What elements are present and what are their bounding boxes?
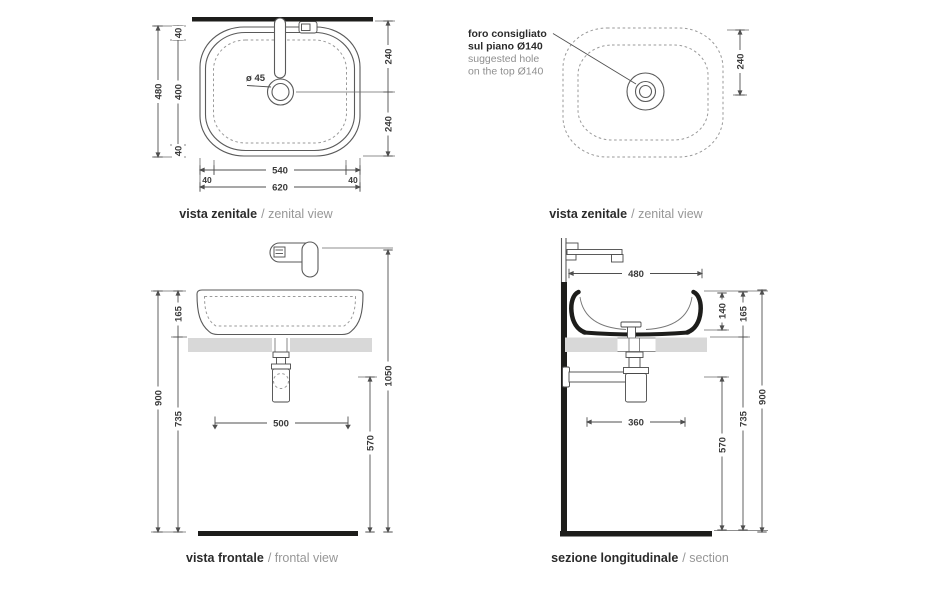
dim-rim-left: 40 <box>202 175 212 185</box>
drain-diameter-label: ø 45 <box>246 73 266 84</box>
hole-outer-circle <box>626 72 665 111</box>
faucet-spout-end <box>611 254 624 263</box>
view-section: 480 360 140 570 165 735 900 sezione long… <box>551 238 769 565</box>
slab-cut-gap <box>617 337 656 352</box>
drain-collar-section <box>625 351 644 358</box>
trap-body-front <box>272 368 290 403</box>
basin-section-inner-left <box>579 296 627 330</box>
dim-counter-to-floor: 735 <box>174 410 185 427</box>
trap-detail-dashed <box>273 373 289 389</box>
basin-outline-dashed-outer <box>562 27 724 158</box>
dim-back-to-hole: 240 <box>736 54 747 70</box>
popup-waste-stem <box>627 326 636 339</box>
dim-trap-offset: 360 <box>628 418 644 429</box>
note-line-4: on the top Ø140 <box>468 66 543 78</box>
dim-rim-back: 40 <box>174 28 185 39</box>
view-label-en: / zenital view <box>261 207 334 221</box>
view-label-it: vista frontale <box>186 551 264 565</box>
drain-inner-circle <box>271 82 290 102</box>
trap-horizontal-pipe <box>568 371 627 383</box>
view-label-frontal: vista frontale / frontal view <box>186 551 339 565</box>
view-label-en: / frontal view <box>268 551 339 565</box>
dim-inner-width: 540 <box>272 166 288 177</box>
faucet-spout-section <box>566 249 623 255</box>
basin-section-bottom <box>582 330 690 337</box>
dim-basin-height: 165 <box>174 305 185 322</box>
faucet-body-front <box>301 241 319 278</box>
popup-waste-cap <box>620 321 642 328</box>
basin-front-inner-dashed <box>203 296 357 327</box>
trap-body-section <box>625 373 647 403</box>
hole-inner-circle <box>638 84 653 99</box>
dim-drain-to-front: 240 <box>384 116 395 132</box>
view-label-en: / zenital view <box>631 207 704 221</box>
dim-overall-depth: 480 <box>154 84 165 100</box>
dim-wall-to-spout: 480 <box>628 269 644 280</box>
hole-leader-line <box>552 33 637 85</box>
drain-collar-front <box>272 351 290 358</box>
basin-section-right-wall <box>684 289 703 335</box>
dim-drain-to-floor: 570 <box>366 435 377 451</box>
floor-line-front <box>198 531 358 536</box>
view-label-zenital-left: vista zenitale / zenital view <box>179 207 333 221</box>
trap-nut-section <box>623 367 649 374</box>
view-zenital-left: ø 45 480 40 400 40 240 240 540 40 <box>152 17 395 221</box>
basin-front-outline <box>196 289 364 336</box>
dim-fixing-width: 500 <box>273 419 289 430</box>
dim-inner-depth-section: 140 <box>718 303 729 319</box>
dim-inner-depth: 400 <box>174 84 185 100</box>
dim-back-to-drain: 240 <box>384 49 395 65</box>
dim-rim-to-floor: 900 <box>154 390 165 406</box>
view-label-it: sezione longitudinale <box>551 551 678 565</box>
dim-overall-height: 1050 <box>384 365 395 386</box>
dim-counter-to-floor-section: 735 <box>739 410 750 427</box>
note-line-3: suggested hole <box>468 53 539 65</box>
dim-basin-height-section: 165 <box>739 305 750 322</box>
wall-line <box>561 282 567 536</box>
view-label-zenital-right: vista zenitale / zenital view <box>549 207 703 221</box>
view-label-section: sezione longitudinale / section <box>551 551 729 565</box>
dim-rim-front: 40 <box>174 146 185 157</box>
view-frontal: 900 165 735 500 570 1050 vista frontale /… <box>151 241 395 565</box>
faucet-spout-top <box>273 17 287 79</box>
view-label-it: vista zenitale <box>549 207 627 221</box>
dim-rim-to-floor-section: 900 <box>758 389 769 405</box>
dim-drain-to-floor-section: 570 <box>718 437 729 453</box>
note-line-1: foro consigliato <box>468 28 547 40</box>
note-line-2: sul piano Ø140 <box>468 41 543 53</box>
floor-line-section <box>560 531 712 537</box>
drain-leader-line <box>246 85 272 88</box>
faucet-handle-detail <box>301 23 311 31</box>
dim-rim-right: 40 <box>348 175 358 185</box>
basin-section-left-wall <box>569 289 588 335</box>
faucet-aerator <box>273 246 286 258</box>
trap-nut-front <box>271 363 291 370</box>
drain-outer-circle <box>266 78 295 106</box>
drain-pipe-section <box>628 357 641 369</box>
hole-middle-circle <box>634 80 657 103</box>
view-label-it: vista zenitale <box>179 207 257 221</box>
dim-overall-width: 620 <box>272 183 288 194</box>
wall-flange <box>562 366 570 388</box>
view-label-en: / section <box>682 551 729 565</box>
basin-section-inner-right <box>645 296 693 330</box>
slab-drain-gap <box>272 338 290 352</box>
drain-pipe-front <box>276 357 286 365</box>
view-zenital-right: foro consigliato sul piano Ø140 suggeste… <box>468 27 749 221</box>
